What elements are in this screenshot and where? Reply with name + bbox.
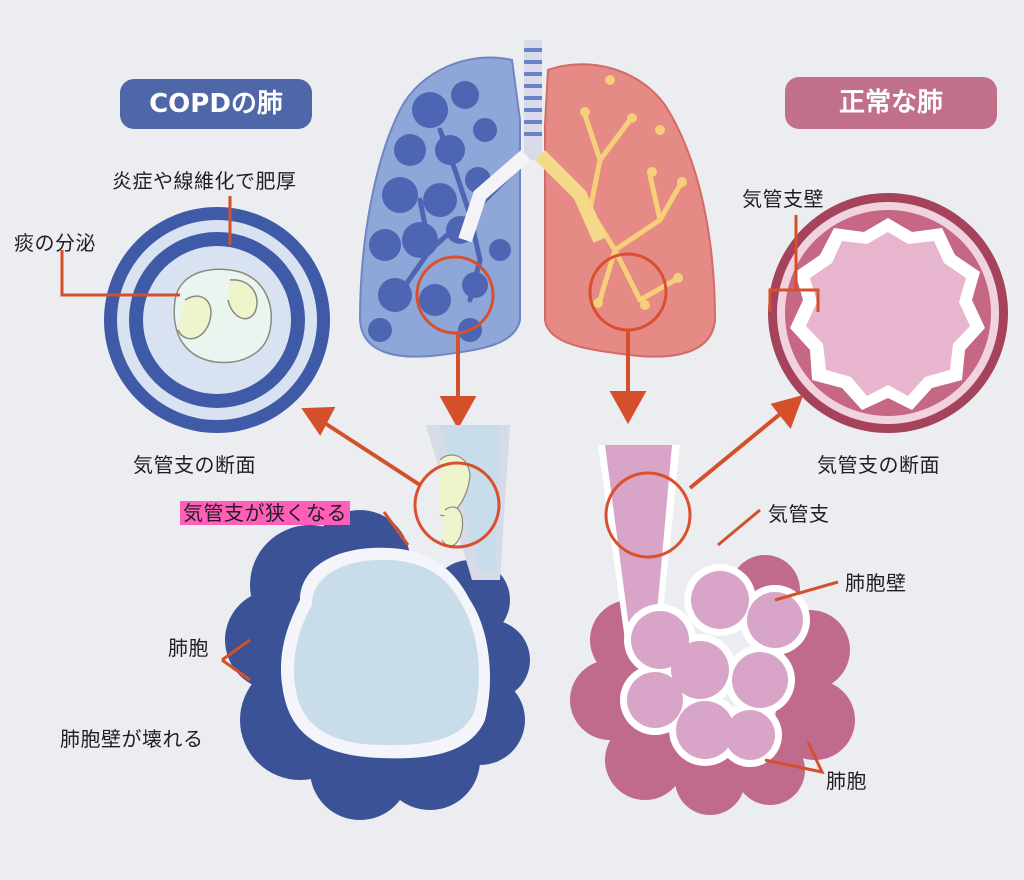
copd-bronchus-highlight-circle	[413, 461, 501, 549]
bronchus-pointer	[717, 508, 761, 547]
normal-alveoli-pointer	[764, 741, 825, 775]
normal-alveolar-wall-label: 肺胞壁	[845, 571, 907, 595]
normal-lung-title: 正常な肺	[785, 77, 997, 129]
copd-alveoli-label: 肺胞	[168, 636, 209, 660]
copd-alveolus	[225, 425, 530, 820]
copd-cross-section-arrow	[301, 406, 336, 436]
normal-lung	[544, 63, 717, 358]
copd-narrowing-label: 気管支が狭くなる	[180, 497, 350, 526]
normal-cross-section	[768, 193, 1008, 433]
copd-wall-destroyed-label: 肺胞壁が壊れる	[60, 727, 204, 751]
normal-alveoli-label: 肺胞	[826, 769, 867, 793]
copd-down-arrow	[439, 396, 477, 430]
normal-bronchus-label: 気管支	[768, 502, 830, 526]
normal-bronchus-highlight-circle	[604, 471, 692, 559]
copd-narrowing-text: 気管支が狭くなる	[180, 501, 350, 525]
narrowing-pointer	[382, 511, 410, 546]
bronchial-wall-bracket	[768, 215, 820, 312]
normal-bronchial-wall-label: 気管支壁	[742, 187, 824, 211]
copd-lung-highlight-circle	[415, 255, 495, 335]
copd-cross-section-label: 気管支の断面	[133, 453, 256, 477]
alveolar-wall-pointer	[774, 580, 839, 602]
copd-alveoli-pointer	[221, 638, 251, 682]
normal-alveoli	[570, 445, 855, 815]
normal-down-arrow	[609, 391, 647, 425]
copd-lung-title: COPDの肺	[120, 79, 312, 129]
copd-thickening-label: 炎症や線維化で肥厚	[112, 169, 297, 193]
trachea	[458, 40, 607, 243]
normal-cross-section-label: 気管支の断面	[817, 453, 940, 477]
normal-cross-section-arrow	[770, 395, 804, 430]
copd-lung	[358, 56, 521, 358]
copd-sputum-label: 痰の分泌	[14, 231, 96, 255]
copd-cross-section	[104, 207, 330, 433]
sputum-pointer	[60, 250, 180, 297]
